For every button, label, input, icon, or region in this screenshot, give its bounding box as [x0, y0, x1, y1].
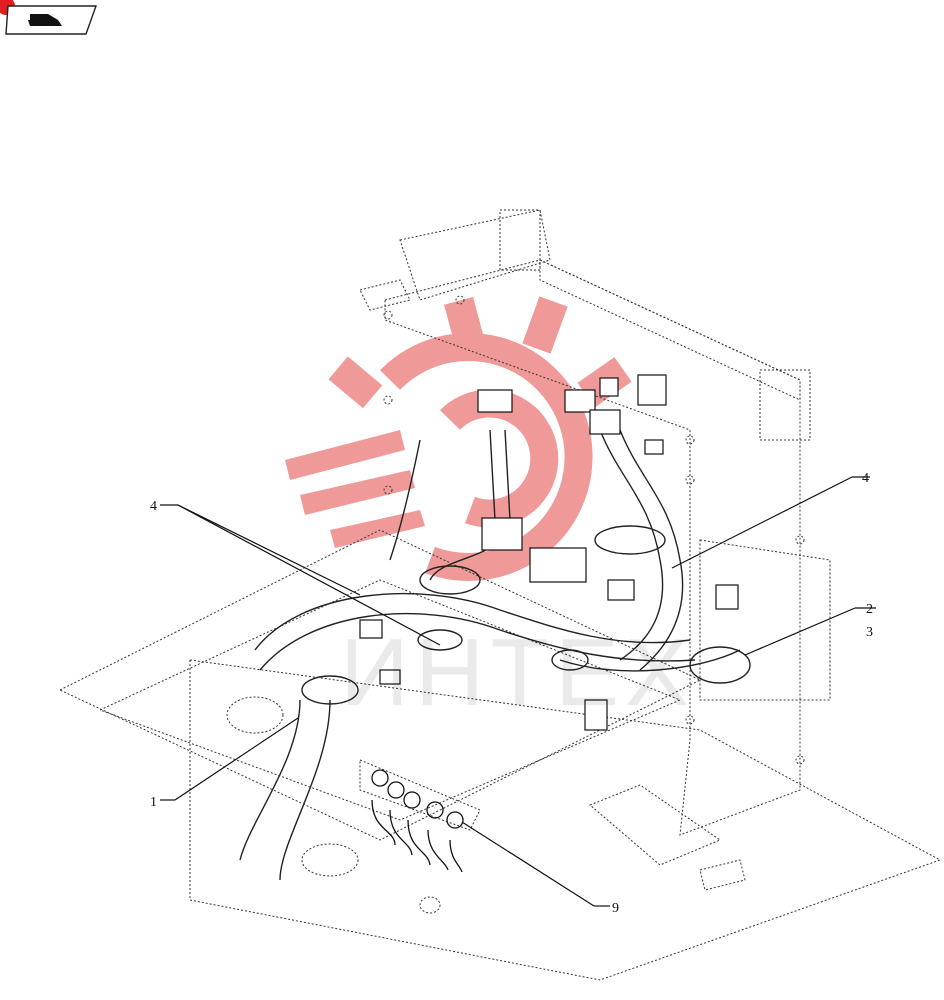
callout-3: 3: [866, 625, 873, 640]
logo-watermark: [285, 296, 632, 581]
cab-frame-outline: [58, 209, 942, 981]
text-watermark: ИНТЕХ: [340, 619, 695, 726]
callout-2: 2: [866, 602, 873, 617]
ground-terminal-block: [371, 769, 464, 873]
leader-lines: [160, 476, 876, 907]
callout-4-right: 4: [862, 471, 869, 486]
catalog-badge[interactable]: [0, 0, 100, 40]
connectors: [359, 374, 739, 731]
callout-4-left: 4: [150, 499, 157, 514]
catalog-book-icon: [0, 0, 97, 35]
callout-1: 1: [150, 795, 157, 810]
callout-9: 9: [612, 901, 619, 916]
harness-bundle: [239, 429, 751, 881]
